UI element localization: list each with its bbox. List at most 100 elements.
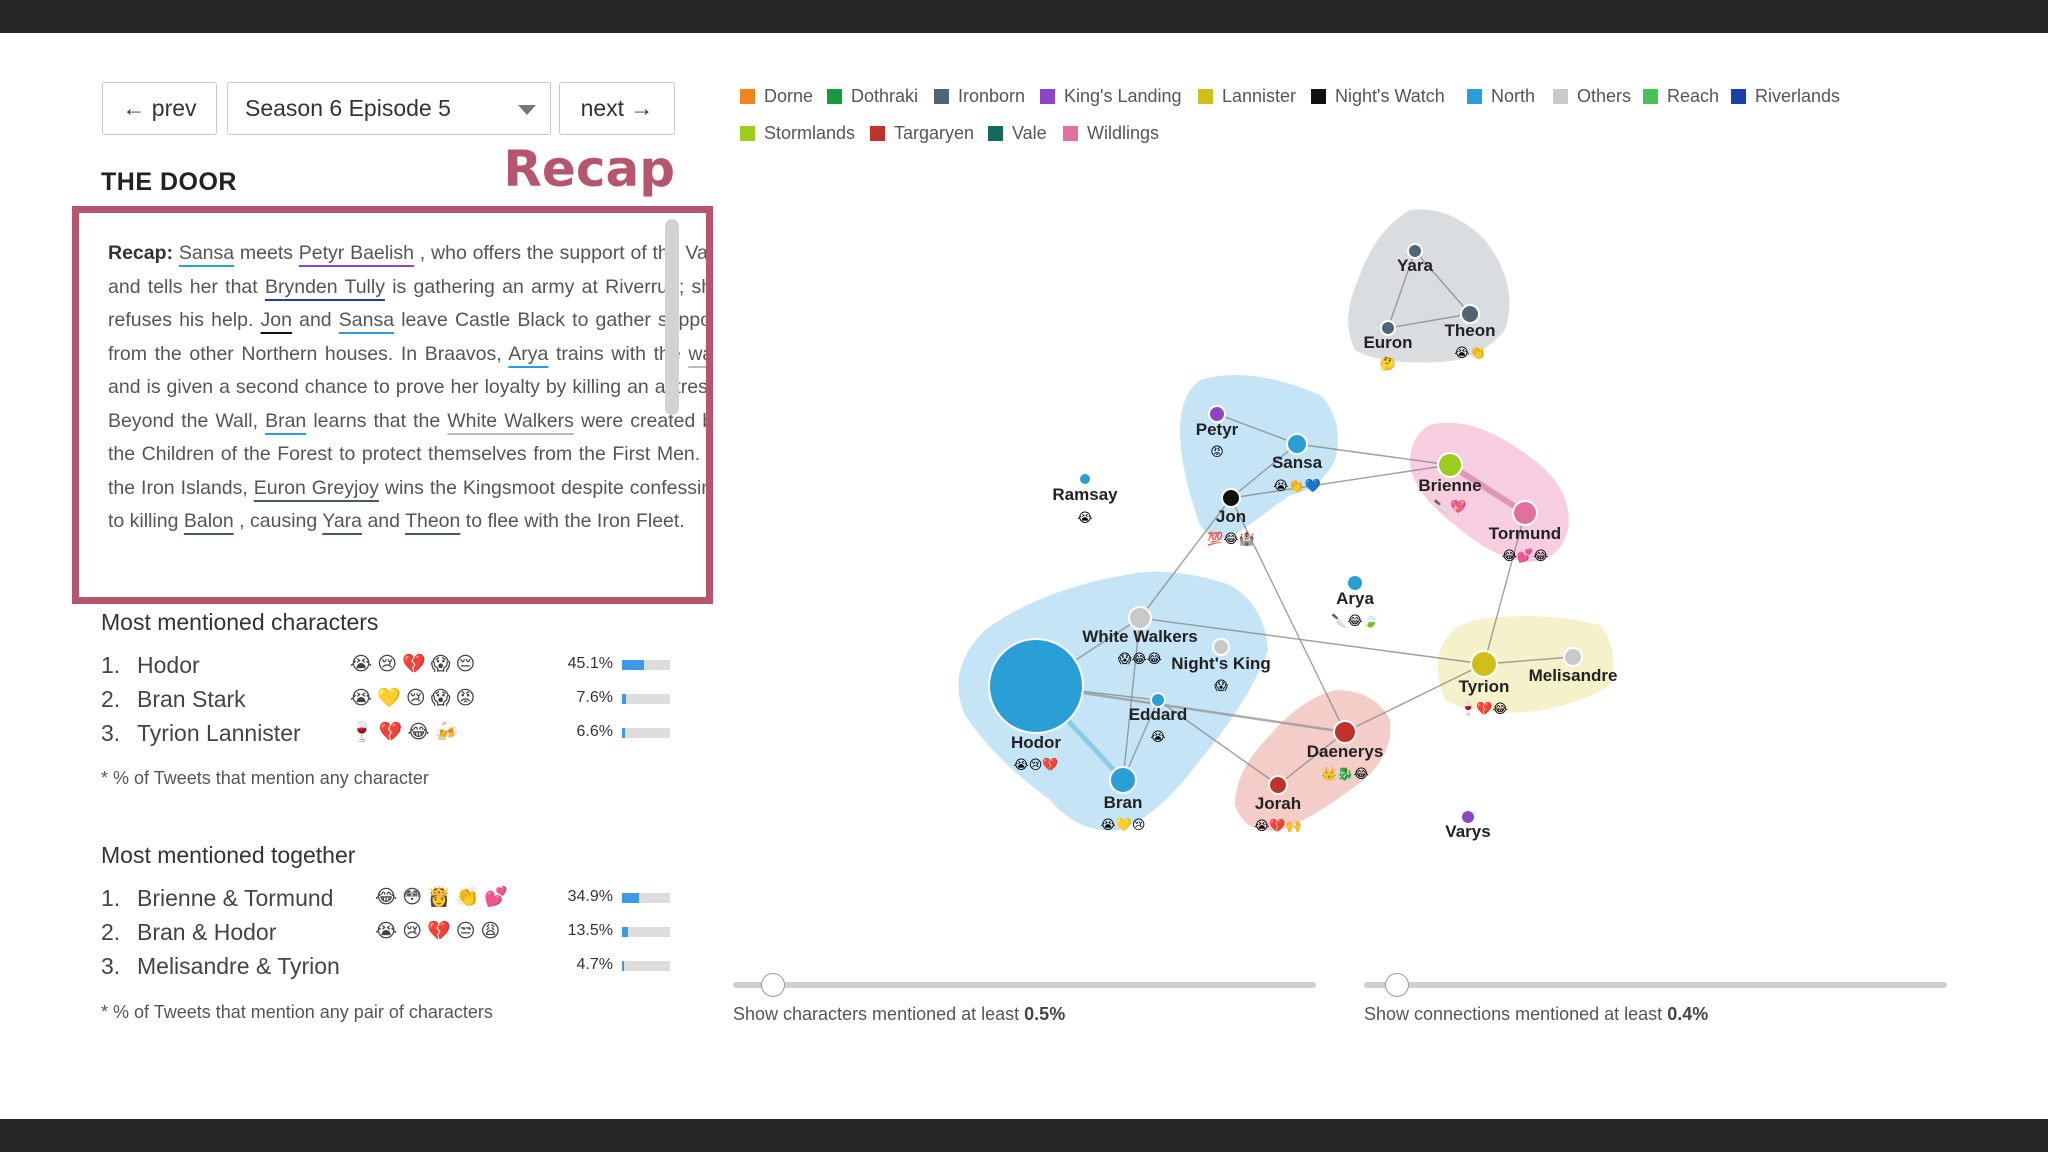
recap-text-segment: , causing xyxy=(233,510,323,532)
legend-label: Stormlands xyxy=(764,123,856,143)
node-circle[interactable] xyxy=(1470,650,1498,678)
legend-item[interactable]: Reach xyxy=(1643,86,1719,107)
node-circle[interactable] xyxy=(1150,692,1166,708)
pair-row[interactable]: 1.Brienne & Tormund😂😳👸👏💕34.9% xyxy=(101,885,671,915)
recap-scrollbar[interactable] xyxy=(665,219,679,415)
character-link[interactable]: Theon xyxy=(405,510,461,532)
character-link[interactable]: Petyr Baelish xyxy=(298,242,415,264)
node-daenerys[interactable]: Daenerys👑🐉😂 xyxy=(1307,720,1384,781)
node-circle[interactable] xyxy=(1563,647,1583,667)
character-link[interactable]: Sansa xyxy=(338,309,395,331)
node-circle[interactable] xyxy=(1268,775,1288,795)
node-jon[interactable]: Jon💯😂🏰 xyxy=(1207,488,1255,546)
legend-swatch xyxy=(740,126,755,141)
rank: 3. xyxy=(101,720,121,746)
characters-threshold-knob[interactable] xyxy=(761,973,785,997)
node-whitewalkers[interactable]: White Walkers😱😂😂 xyxy=(1082,606,1198,666)
character-link[interactable]: Bran xyxy=(265,409,307,432)
node-circle[interactable] xyxy=(1078,472,1092,486)
legend-item[interactable]: King's Landing xyxy=(1040,86,1182,107)
character-link[interactable]: Euron Greyjoy xyxy=(253,476,379,499)
character-link[interactable]: Balon xyxy=(183,510,234,532)
node-tormund[interactable]: Tormund😂💕😂 xyxy=(1489,500,1561,563)
legend-item[interactable]: Wildlings xyxy=(1063,123,1159,144)
character-row[interactable]: 3.Tyrion Lannister🍷💔😂🍻6.6% xyxy=(101,720,671,750)
node-label: Jon xyxy=(1216,507,1246,526)
node-yara[interactable]: Yara xyxy=(1397,243,1434,275)
character-link[interactable]: Brynden Tully xyxy=(264,275,385,298)
node-circle[interactable] xyxy=(1460,304,1480,324)
edge-sansa-brienne xyxy=(1296,443,1451,466)
connections-threshold-knob[interactable] xyxy=(1385,973,1409,997)
legend-item[interactable]: Riverlands xyxy=(1731,86,1840,107)
legend-item[interactable]: Dorne xyxy=(740,86,813,107)
legend-item[interactable]: Vale xyxy=(988,123,1047,144)
node-tyrion[interactable]: Tyrion🍷💔😂 xyxy=(1459,650,1510,716)
connections-threshold-track[interactable] xyxy=(1364,982,1947,988)
node-ramsay[interactable]: Ramsay😭 xyxy=(1052,472,1118,525)
node-emoji: 😭 xyxy=(1150,729,1165,744)
character-row[interactable]: 1.Hodor😭😢💔😱😔45.1% xyxy=(101,652,671,682)
character-link[interactable]: Jon xyxy=(260,309,292,331)
node-label: Brienne xyxy=(1418,476,1481,495)
character-link[interactable]: Arya xyxy=(508,342,549,365)
pair-row[interactable]: 2.Bran & Hodor😭😢💔😒😩13.5% xyxy=(101,919,671,949)
node-circle[interactable] xyxy=(1346,574,1364,592)
legend-item[interactable]: Targaryen xyxy=(870,123,974,144)
legend-item[interactable]: Lannister xyxy=(1198,86,1296,107)
character-link[interactable]: Sansa xyxy=(178,242,235,264)
rank: 1. xyxy=(101,885,121,911)
node-circle[interactable] xyxy=(1286,433,1308,455)
next-episode-button[interactable]: next → xyxy=(559,82,675,135)
characters-threshold-track[interactable] xyxy=(733,982,1316,988)
node-emoji: 😭💔🙌 xyxy=(1254,818,1302,833)
character-link[interactable]: waif xyxy=(688,342,713,365)
prev-episode-button[interactable]: ← prev xyxy=(102,82,217,135)
node-euron[interactable]: Euron🤔 xyxy=(1363,320,1413,371)
emoji: 💕 xyxy=(484,887,514,908)
node-bran[interactable]: Bran😭💛😢 xyxy=(1101,766,1146,832)
node-circle[interactable] xyxy=(1109,766,1137,794)
node-hodor[interactable]: Hodor😭😢💔 xyxy=(988,638,1084,772)
character-link[interactable]: White Walkers xyxy=(447,409,574,432)
node-sansa[interactable]: Sansa😭👏💙 xyxy=(1272,433,1323,493)
legend-item[interactable]: Night's Watch xyxy=(1311,86,1445,107)
node-circle[interactable] xyxy=(1208,405,1226,423)
node-circle[interactable] xyxy=(1460,809,1476,825)
row-percent: 45.1% xyxy=(567,655,613,672)
node-varys[interactable]: Varys xyxy=(1445,809,1491,841)
node-melisandre[interactable]: Melisandre xyxy=(1529,647,1618,685)
node-circle[interactable] xyxy=(1512,500,1538,526)
recap-panel[interactable]: Recap: Sansa meets Petyr Baelish , who o… xyxy=(72,206,713,604)
node-circle[interactable] xyxy=(988,638,1084,734)
node-eddard[interactable]: Eddard😭 xyxy=(1129,692,1188,744)
node-theon[interactable]: Theon😭👏 xyxy=(1445,304,1496,360)
legend-item[interactable]: Others xyxy=(1553,86,1631,107)
node-brienne[interactable]: Brienne🔪💖 xyxy=(1418,452,1482,514)
emoji: 😒 xyxy=(455,921,481,942)
node-circle[interactable] xyxy=(1221,488,1241,508)
legend-item[interactable]: North xyxy=(1467,86,1535,107)
character-row[interactable]: 2.Bran Stark😭💛😢😱😡7.6% xyxy=(101,686,671,716)
node-circle[interactable] xyxy=(1212,638,1230,656)
node-nightsking[interactable]: Night's King😱 xyxy=(1171,638,1271,693)
legend-item[interactable]: Dothraki xyxy=(827,86,918,107)
legend-item[interactable]: Stormlands xyxy=(740,123,855,144)
emoji: 👸 xyxy=(427,887,456,908)
node-circle[interactable] xyxy=(1333,720,1357,744)
node-circle[interactable] xyxy=(1407,243,1423,259)
node-petyr[interactable]: Petyr😡 xyxy=(1196,405,1239,459)
legend-swatch xyxy=(1311,89,1326,104)
legend-item[interactable]: Ironborn xyxy=(934,86,1025,107)
character-link[interactable]: Yara xyxy=(322,510,363,532)
node-emoji: 😭😢💔 xyxy=(1014,757,1060,772)
node-circle[interactable] xyxy=(1380,320,1396,336)
node-circle[interactable] xyxy=(1128,606,1152,630)
node-arya[interactable]: Arya🔪😂🍃 xyxy=(1331,574,1379,628)
node-jorah[interactable]: Jorah😭💔🙌 xyxy=(1254,775,1302,833)
node-circle[interactable] xyxy=(1437,452,1463,478)
episode-select[interactable]: Season 6 Episode 5 xyxy=(227,82,551,135)
